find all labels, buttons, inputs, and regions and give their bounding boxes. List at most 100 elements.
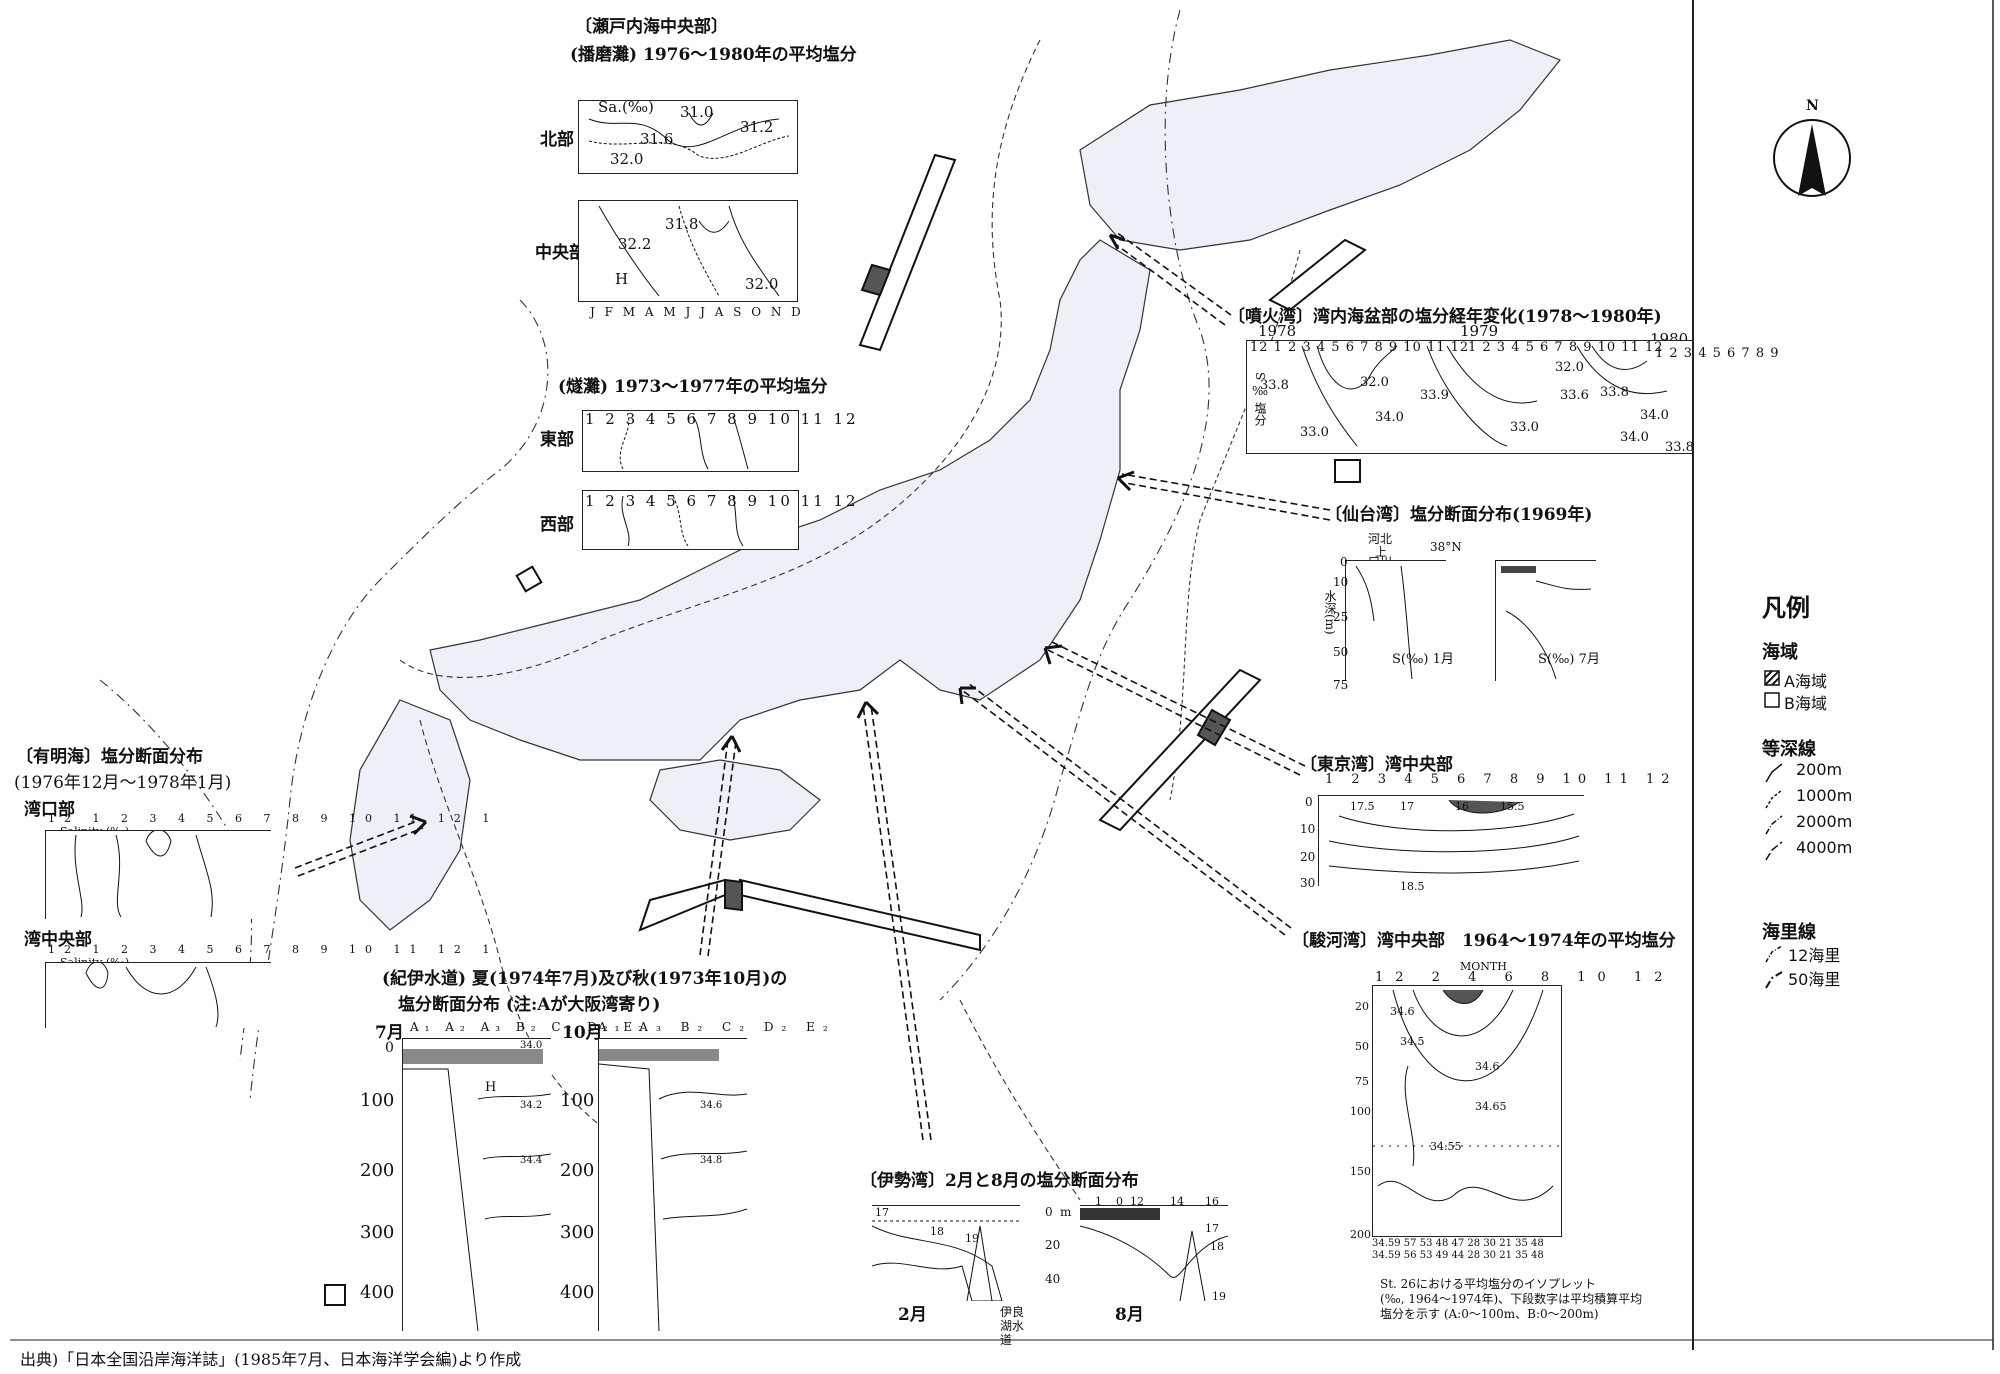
funka-months-1979: 1 2 3 4 5 6 7 8 9 10 11 12 (1468, 340, 1664, 355)
funka-value-9: 32.0 (1555, 360, 1584, 375)
kii-left-label: 7月 (375, 1023, 404, 1043)
suruga-depth-150: 150 (1350, 1165, 1371, 1178)
suruga-chart (1372, 985, 1562, 1237)
funka-value-5: 33.9 (1420, 388, 1449, 403)
seto-row2-label: 中央部 (535, 243, 586, 263)
kii-value-4: 34.6 (700, 1100, 723, 1111)
ariake-row1-label: 湾口部 (24, 800, 75, 820)
suruga-month-label: MONTH (1460, 960, 1507, 973)
kii-autumn-chart (598, 1038, 747, 1331)
legend-depth-4000: 4000m (1796, 838, 1853, 857)
sendai-depth-label: 水深(m) (1323, 590, 1337, 635)
kii-depth-400: 400 (360, 1282, 395, 1303)
funka-value-4: 33.0 (1300, 425, 1329, 440)
tokyo-depth-30: 30 (1300, 876, 1316, 890)
suruga-value-5: 34.6 (1475, 1060, 1500, 1073)
legend-nautical: 海里線 (1762, 922, 1816, 943)
sendai-lat: 38°N (1430, 540, 1462, 554)
seto-value-2: 31.2 (740, 118, 774, 136)
ise-feb-label: 2月 (898, 1305, 927, 1325)
tokyo-value-1: 17.5 (1350, 800, 1375, 813)
ariake-title: 〔有明海〕塩分断面分布 (16, 747, 203, 767)
seto-value-1: 31.0 (680, 103, 714, 121)
kii-title-2: 塩分断面分布 (注:Aが大阪湾寄り) (398, 995, 661, 1015)
tokyo-value-2: 17 (1400, 800, 1414, 813)
suruga-depth-100: 100 (1350, 1105, 1371, 1118)
ise-aug-chart (1080, 1205, 1228, 1301)
sendai-label-2: 上 (1375, 545, 1388, 559)
funka-value-3: 34.0 (1375, 410, 1404, 425)
suruga-value-2: 34.5 (1400, 1035, 1425, 1048)
funka-chart (1246, 340, 1693, 454)
funka-value-8: 33.8 (1665, 440, 1694, 455)
seto-axis-label: Sa.(‰) (598, 98, 654, 116)
nautical-line-samples-icon (1765, 945, 1783, 989)
seto-north-chart (578, 100, 798, 174)
kii-value-2: 34.2 (520, 1100, 543, 1111)
suruga-note-3: 塩分を示す (A:0〜100m、B:0〜200m) (1380, 1307, 1599, 1321)
suruga-depth-20: 20 (1355, 1000, 1369, 1013)
connector-arrows (294, 231, 1331, 1141)
hiuchi-months-west: 1 2 3 4 5 6 7 8 9 10 11 12 (585, 492, 859, 510)
ise-feb-value-2: 18 (930, 1225, 944, 1238)
sendai-title: 〔仙台湾〕塩分断面分布(1969年) (1325, 505, 1593, 525)
legend-depth-2000: 2000m (1796, 812, 1853, 831)
ise-aug-value-7: 19 (1212, 1290, 1226, 1303)
north-label: N (1806, 98, 1819, 114)
kii-value-h: H (485, 1080, 497, 1095)
seto-subtitle: (播磨灘) 1976〜1980年の平均塩分 (570, 45, 857, 65)
ariake-mouth-chart (45, 830, 271, 919)
legend-a-area: A海域 (1784, 672, 1827, 691)
suruga-value-1: 34.6 (1390, 1005, 1415, 1018)
funka-value-7: 34.0 (1620, 430, 1649, 445)
ise-aug-value-1: 10 (1095, 1195, 1137, 1208)
hiuchi-row1-label: 東部 (540, 430, 574, 450)
ise-passage: 伊良湖水道 (1000, 1305, 1025, 1347)
seto-value-8: H (615, 270, 629, 288)
sendai-depth-10: 10 (1333, 575, 1349, 589)
seto-title: 〔瀬戸内海中央部〕 (575, 17, 728, 37)
ise-aug-value-3: 14 (1170, 1195, 1184, 1208)
legend-b-area: B海域 (1784, 694, 1827, 713)
ariake-row2-label: 湾中央部 (24, 930, 92, 950)
ariake-center-chart (45, 962, 271, 1028)
kii-value-1: 34.0 (520, 1040, 543, 1051)
seto-months: J F M A M J J A S O N D (590, 305, 804, 319)
funka-title: 〔噴火湾〕湾内海盆部の塩分経年変化(1978〜1980年) (1228, 307, 1662, 327)
funka-value-1: 33.8 (1260, 378, 1289, 393)
suruga-note-2: (‰, 1964〜1974年)、下段数字は平均積算平均 (1380, 1292, 1643, 1306)
sendai-jan-label: S(‰) 1月 (1392, 652, 1454, 667)
ise-aug-value-2: 12 (1130, 1195, 1144, 1208)
tokyo-depth-20: 20 (1300, 850, 1316, 864)
kii-depth-300: 300 (360, 1222, 395, 1243)
funka-months-1978: 12 1 2 3 4 5 6 7 8 9 10 11 12 (1250, 340, 1470, 355)
seto-value-4: 32.0 (610, 150, 644, 168)
ise-aug-value-4: 16 (1205, 1195, 1219, 1208)
ise-depth-0: 0 (1045, 1205, 1053, 1219)
kii-depth-200-right: 200 (560, 1160, 595, 1181)
legend-title: 凡例 (1762, 594, 1810, 622)
funka-months-1980: 1 2 3 4 5 6 7 8 9 (1655, 346, 1780, 361)
tokyo-value-3: 16 (1455, 800, 1469, 813)
kii-depth-200: 200 (360, 1160, 395, 1181)
sendai-jul-label: S(‰) 7月 (1538, 652, 1600, 667)
legend-nm-12: 12海里 (1788, 946, 1841, 965)
japan-landmass (349, 39, 1561, 931)
sendai-jan-chart (1345, 560, 1446, 681)
hiuchi-row2-label: 西部 (540, 515, 574, 535)
funka-year-1979: 1979 (1460, 322, 1499, 340)
ise-aug-label: 8月 (1115, 1305, 1144, 1325)
kii-summer-chart (402, 1038, 551, 1331)
kii-right-label: 10月 (562, 1023, 603, 1043)
kii-depth-100: 100 (360, 1090, 395, 1111)
ariake-period: (1976年12月〜1978年1月) (14, 773, 232, 793)
suruga-value-4: 34.55 (1430, 1140, 1462, 1153)
kii-depth-400-right: 400 (560, 1282, 595, 1303)
seto-value-5: 31.8 (665, 215, 699, 233)
kii-depth-0: 0 (385, 1040, 394, 1056)
kii-title: (紀伊水道) 夏(1974年7月)及び秋(1973年10月)の (382, 969, 788, 989)
ise-aug-value-6: 18 (1210, 1240, 1224, 1253)
suruga-note-1: St. 26における平均塩分のイソプレット (1380, 1277, 1596, 1291)
hiuchi-title: (燧灘) 1973〜1977年の平均塩分 (558, 377, 828, 397)
